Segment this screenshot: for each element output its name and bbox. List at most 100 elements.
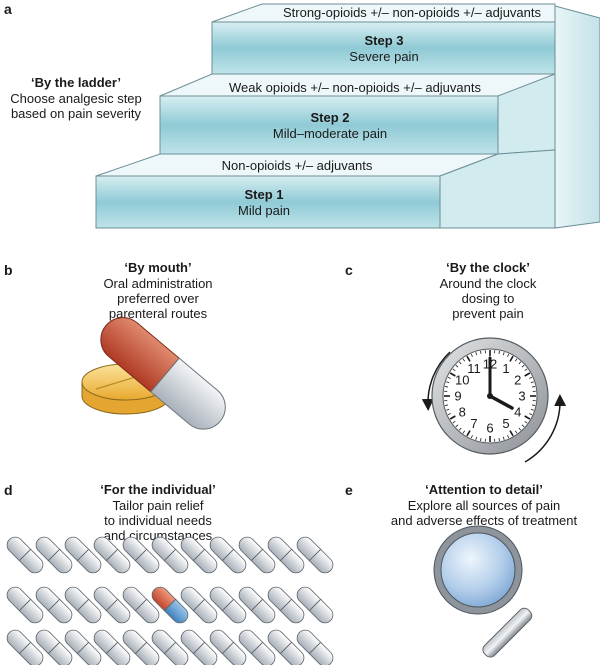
clock-number: 1 [502,361,509,376]
capsule [6,586,44,624]
panel-letter-e: e [345,482,353,498]
clock-number: 7 [470,416,477,431]
clock-tick [529,376,533,379]
panel-letter-d: d [4,482,13,498]
clock-number: 5 [502,416,509,431]
capsule [6,536,44,574]
capsule [296,586,334,624]
clock-tick [466,355,471,362]
capsule [180,586,218,624]
panel-a-line-1: Choose analgesic step [10,91,142,106]
clock-tick [518,427,522,431]
panel-letter-a: a [4,1,12,17]
clock-tick [475,352,478,356]
clock-tick [507,353,510,357]
highlighted-capsule [151,586,189,624]
step-3-treatment: Strong-opioids +/– non-opioids +/– adjuv… [283,5,542,20]
clock-tick [466,430,471,437]
capsule [6,629,44,665]
magnifying-glass-icon [433,525,533,658]
clock-tick [521,364,525,368]
panel-a-title: ‘By the ladder’ [31,75,121,90]
clock-icon: 121234567891011 [431,337,549,455]
panel-b-line-2: preferred over [117,291,199,306]
clock-tick [470,353,473,357]
clock-tick [446,408,450,411]
step-3-desc: Severe pain [349,49,418,64]
panel-c-line-2: dosing to [462,291,515,306]
clock-tick [498,437,500,442]
clock-tick [462,358,466,362]
panel-c-line-3: prevent pain [452,306,524,321]
step-1: Non-opioids +/– adjuvants Step 1 Mild pa… [95,149,556,229]
clock-tick [509,355,514,362]
clock-tick [530,381,534,384]
clock-tick [470,435,473,439]
step-2: Weak opioids +/– non-opioids +/– adjuvan… [159,73,556,155]
capsule [35,586,73,624]
clock-tick [462,430,466,434]
clock-tick [447,376,451,379]
step-2-label: Step 2 [310,110,349,125]
circular-arrow-left-icon [421,351,451,411]
capsule [93,536,131,574]
clock-tick [530,408,534,411]
clock-tick [518,361,522,365]
clock-numbers: 121234567891011 [454,357,525,436]
panel-letter-c: c [345,262,353,278]
panel-a-line-2: based on pain severity [11,106,142,121]
panel-letter-b: b [4,262,13,278]
capsule [35,629,73,665]
capsule [180,536,218,574]
panel-b-line-3: parenteral routes [109,306,208,321]
step-2-treatment: Weak opioids +/– non-opioids +/– adjuvan… [229,80,481,95]
clock-number: 10 [455,373,469,388]
step-1-face [95,175,441,229]
capsule [267,629,305,665]
step-2-face [159,95,499,155]
step-1-desc: Mild pain [238,203,290,218]
clock-tick [447,413,451,416]
capsule [209,536,247,574]
clock-hour-hand [488,394,514,410]
clock-tick [480,437,482,442]
clock-number: 4 [514,405,521,420]
step-1-label: Step 1 [244,187,283,202]
capsule [267,586,305,624]
clock-tick [475,436,478,440]
clock-tick [449,415,456,420]
clock-tick [514,430,518,434]
pill-grid [6,536,334,665]
step-3-label: Step 3 [364,33,403,48]
step-1-side [439,149,556,229]
clock-tick [455,424,459,428]
clock-number: 6 [486,421,493,436]
panel-b-title: ‘By mouth’ [124,260,191,275]
panel-d: d ‘For the individual’ Tailor pain relie… [4,482,334,665]
clock-tick [452,420,456,424]
clock-tick [521,424,525,428]
capsule [209,629,247,665]
capsule [151,536,189,574]
step-3-face [211,21,556,75]
clock-tick [524,415,531,420]
capsule [267,536,305,574]
clock-tick [529,413,533,416]
clock-tick [458,427,462,431]
capsule [296,536,334,574]
clock-ticks [444,350,536,442]
clock-tick [524,420,528,424]
panel-e: e ‘Attention to detail’ Explore all sour… [345,482,578,658]
panel-d-title: ‘For the individual’ [100,482,216,497]
panel-e-line-2: and adverse effects of treatment [391,513,578,528]
panel-c: c ‘By the clock’ Around the clock dosing… [345,260,567,463]
step-2-desc: Mild–moderate pain [273,126,387,141]
clock-tick [452,368,456,372]
panel-a: a Strong-opioids +/– non-opioids +/– adj… [4,1,600,229]
circular-arrow-right-icon [524,394,567,463]
clock-tick [444,404,449,406]
panel-b-line-1: Oral administration [103,276,212,291]
clock-tick [524,368,528,372]
clock-tick [446,381,450,384]
